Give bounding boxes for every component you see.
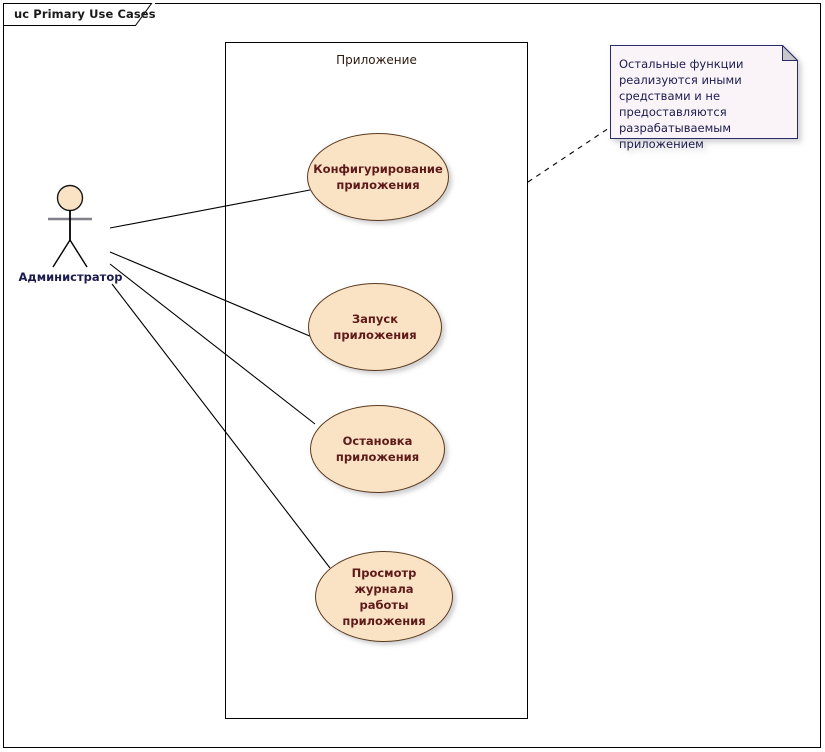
note-text: Остальные функции реализуются иными сред… — [619, 57, 744, 151]
use-case-view-application-log[interactable]: Просмотр журнала работы приложения — [315, 551, 453, 642]
use-case-label: Просмотр журнала работы приложения — [342, 565, 426, 628]
use-case-configure-application[interactable]: Конфигурирование приложения — [307, 133, 449, 221]
system-boundary-label: Приложение — [336, 53, 417, 67]
diagram-title: uc Primary Use Cases — [14, 7, 156, 21]
note-box[interactable]: Остальные функции реализуются иными сред… — [610, 45, 798, 151]
use-case-label: Конфигурирование приложения — [313, 162, 443, 192]
folded-corner-icon — [782, 45, 798, 61]
stick-figure-actor-icon — [48, 184, 92, 268]
diagram-frame — [3, 3, 821, 748]
use-case-stop-application[interactable]: Остановка приложения — [310, 405, 445, 493]
use-case-label: Остановка приложения — [335, 434, 420, 464]
use-case-start-application[interactable]: Запуск приложения — [308, 283, 442, 371]
diagram-frame-tab: uc Primary Use Cases — [3, 3, 156, 26]
use-case-label: Запуск приложения — [333, 312, 417, 342]
actor-administrator[interactable]: Администратор — [18, 178, 123, 288]
actor-label: Администратор — [18, 270, 123, 284]
